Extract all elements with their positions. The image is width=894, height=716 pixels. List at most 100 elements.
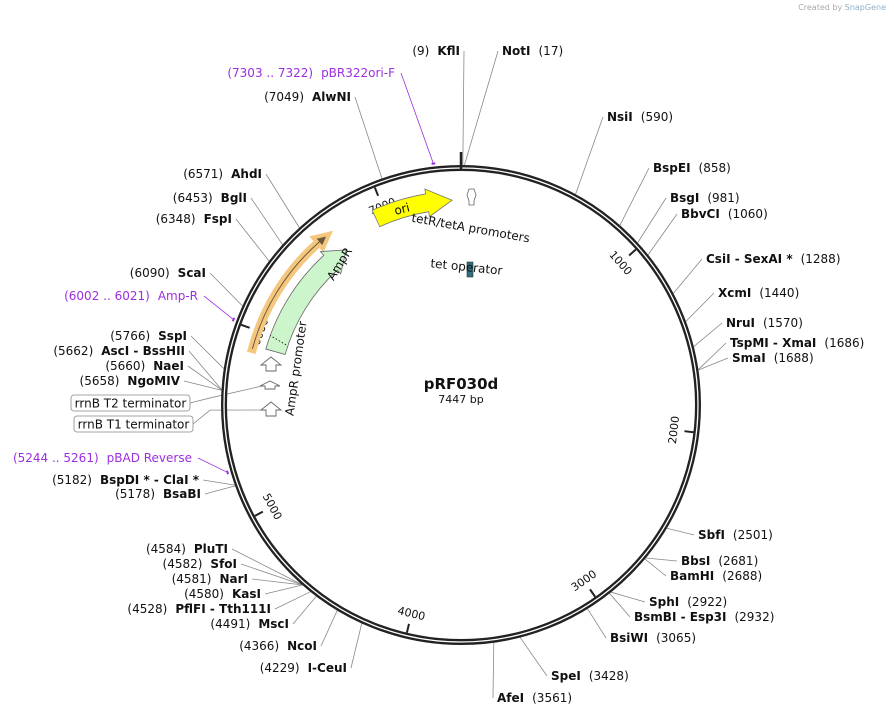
credit-brand: SnapGene: [844, 3, 886, 12]
enzyme-label[interactable]: (7049) AlwNI: [264, 90, 351, 104]
primer-range: (6002 .. 6021): [64, 289, 150, 303]
promoter-arrow-icon[interactable]: [259, 401, 283, 417]
enzyme-position: (4580): [184, 587, 224, 601]
enzyme-position: (3065): [656, 631, 696, 645]
enzyme-label[interactable]: SmaI(1688): [732, 351, 814, 365]
enzyme-position: (1440): [759, 286, 799, 300]
enzyme-label[interactable]: XcmI(1440): [718, 286, 799, 300]
enzyme-label[interactable]: NruI(1570): [726, 316, 803, 330]
enzyme-leader-line: [693, 322, 723, 347]
enzyme-leader-line: [647, 213, 678, 255]
enzyme-leader-line: [209, 272, 243, 307]
enzyme-label[interactable]: (5766)SspI: [110, 329, 187, 343]
enzyme-position: (5178): [115, 487, 155, 501]
enzyme-label[interactable]: (4366)NcoI: [239, 639, 317, 653]
enzyme-label[interactable]: SphI(2922): [649, 595, 727, 609]
enzyme-label[interactable]: BamHI(2688): [670, 569, 762, 583]
enzyme-label[interactable]: BsgI(981): [670, 191, 740, 205]
enzyme-label[interactable]: BsiWI (3065): [610, 631, 696, 645]
enzyme-name: AscI - BssHII: [101, 344, 185, 358]
ori-arrow[interactable]: [371, 188, 453, 228]
primer-arrow[interactable]: [226, 470, 230, 475]
primer-leader-line: [400, 72, 434, 164]
enzyme-label[interactable]: (4582)SfoI: [163, 557, 237, 571]
enzyme-label[interactable]: (6453)BglI: [173, 191, 247, 205]
enzyme-label[interactable]: BsmBI - Esp3I(2932): [634, 610, 774, 624]
enzyme-name: SbfI: [698, 528, 725, 542]
enzyme-name: BspEI: [653, 161, 691, 175]
enzyme-name: SfoI: [210, 557, 237, 571]
enzyme-name: BamHI: [670, 569, 714, 583]
enzyme-label[interactable]: AfeI(3561): [497, 691, 572, 705]
enzyme-label[interactable]: (6571)AhdI: [183, 167, 262, 181]
enzyme-label[interactable]: CsiI - SexAI *(1288): [706, 252, 841, 266]
highlight-arrow[interactable]: [247, 230, 333, 354]
enzyme-label[interactable]: (4581)NarI: [172, 572, 248, 586]
enzyme-label[interactable]: (5178) BsaBI: [115, 487, 201, 501]
enzyme-position: (2501): [733, 528, 773, 542]
enzyme-position: (5660): [105, 359, 145, 373]
enzyme-name: BsaBI: [163, 487, 201, 501]
enzyme-leader-line: [673, 258, 703, 294]
tet-operator-icon[interactable]: [466, 261, 474, 278]
primer-label[interactable]: (7303 .. 7322)pBR322ori-F: [227, 66, 395, 80]
enzyme-name: CsiI - SexAI *: [706, 252, 793, 266]
promoter-arrow-icon[interactable]: [259, 380, 281, 390]
ori-label: ori: [393, 200, 412, 218]
enzyme-label[interactable]: (9)KflI: [412, 44, 460, 58]
enzyme-name: BsiWI: [610, 631, 648, 645]
primer-label[interactable]: (5244 .. 5261) pBAD Reverse: [13, 451, 192, 465]
tet-promoters-label: tetR/tetA promoters: [410, 211, 531, 246]
enzyme-label[interactable]: (5658)NgoMIV: [80, 374, 181, 388]
enzyme-label[interactable]: (4491) MscI: [210, 617, 289, 631]
enzyme-name: MscI: [258, 617, 289, 631]
enzyme-label[interactable]: (5662)AscI - BssHII: [53, 344, 185, 358]
enzyme-label[interactable]: (4229)I-CeuI: [260, 661, 347, 675]
enzyme-position: (3561): [532, 691, 572, 705]
primer-leader-line: [197, 457, 228, 473]
tick-mark: [405, 623, 410, 633]
enzyme-position: (4528): [127, 602, 167, 616]
tet-promoters-icon[interactable]: [466, 188, 477, 206]
enzyme-label[interactable]: (6348)FspI: [156, 212, 232, 226]
enzyme-name: BglI: [221, 191, 247, 205]
enzyme-leader-line: [698, 357, 729, 371]
enzyme-leader-line: [204, 485, 236, 495]
enzyme-label[interactable]: NotI(17): [502, 44, 563, 58]
tick-mark: [628, 248, 637, 257]
enzyme-label[interactable]: BbvCI(1060): [681, 207, 768, 221]
enzyme-label[interactable]: BbsI(2681): [681, 554, 758, 568]
enzyme-label[interactable]: (5660)NaeI: [105, 359, 184, 373]
primer-range: (5244 .. 5261): [13, 451, 99, 465]
enzyme-label[interactable]: NsiI(590): [607, 110, 673, 124]
promoter-arrow-icon[interactable]: [259, 356, 283, 372]
primer-arrow[interactable]: [231, 317, 236, 322]
enzyme-name: BbvCI: [681, 207, 720, 221]
enzyme-label[interactable]: BspEI(858): [653, 161, 731, 175]
enzyme-name: SpeI: [551, 669, 581, 683]
enzyme-label[interactable]: (4584)PluTI: [146, 542, 228, 556]
enzyme-label[interactable]: (4580)KasI: [184, 587, 261, 601]
primer-name: Amp-R: [158, 289, 198, 303]
enzyme-label[interactable]: (5182)BspDI * - ClaI *: [52, 473, 200, 487]
enzyme-label[interactable]: (6090)ScaI: [130, 266, 206, 280]
primer-label[interactable]: (6002 .. 6021) Amp-R: [64, 289, 198, 303]
rrnb-t2-terminator-label[interactable]: rrnB T2 terminator: [70, 394, 191, 412]
enzyme-leader-line: [274, 591, 311, 610]
enzyme-position: (4581): [172, 572, 212, 586]
feature-label-text: rrnB T2 terminator: [75, 397, 187, 411]
enzyme-label[interactable]: (4528)PflFI - Tth111I: [127, 602, 271, 616]
enzyme-label[interactable]: SbfI (2501): [698, 528, 773, 542]
ampr-arrow[interactable]: [265, 249, 347, 356]
tick-label: 5000: [260, 491, 285, 522]
enzyme-name: ScaI: [178, 266, 206, 280]
tick-mark: [589, 588, 596, 598]
rrnb-t1-terminator-label[interactable]: rrnB T1 terminator: [73, 415, 194, 433]
enzyme-label[interactable]: TspMI - XmaI(1686): [730, 336, 864, 350]
enzyme-position: (4491): [210, 617, 250, 631]
enzyme-leader-line: [188, 350, 222, 390]
enzyme-position: (7049): [264, 90, 304, 104]
primer-name: pBAD Reverse: [107, 451, 192, 465]
enzyme-label[interactable]: SpeI(3428): [551, 669, 629, 683]
enzyme-name: AlwNI: [312, 90, 351, 104]
